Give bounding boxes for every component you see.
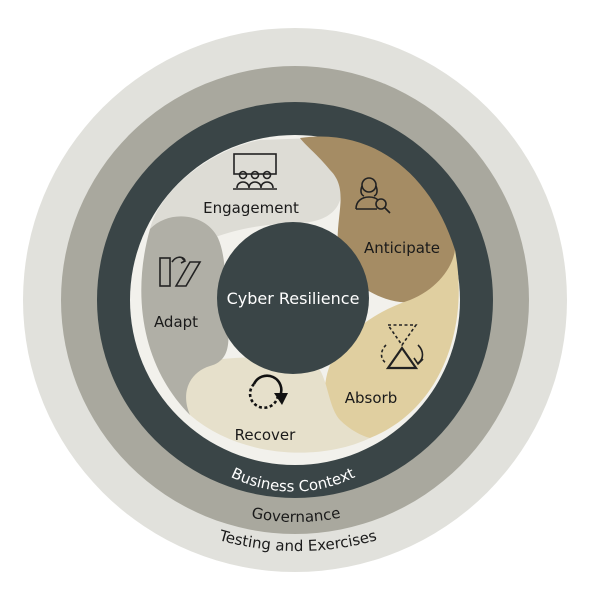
adapt-segment[interactable] [141,216,229,415]
adapt-shapes-icon [159,256,202,287]
absorb-segment[interactable] [324,250,459,439]
circular-arrow-icon [248,374,288,410]
audience-presentation-icon [233,153,277,190]
absorb-label: Absorb [345,389,397,407]
center-circle[interactable] [217,222,369,374]
recover-label: Recover [235,426,297,444]
adapt-label: Adapt [154,313,198,331]
engagement-label: Engagement [203,199,299,217]
impact-absorb-icon [380,324,424,370]
center-label: Cyber Resilience [227,289,360,308]
person-search-icon [355,177,391,214]
recover-segment[interactable] [180,357,370,453]
anticipate-label: Anticipate [364,239,440,257]
governance-label: Governance [250,504,341,526]
anticipate-segment[interactable] [300,136,456,303]
